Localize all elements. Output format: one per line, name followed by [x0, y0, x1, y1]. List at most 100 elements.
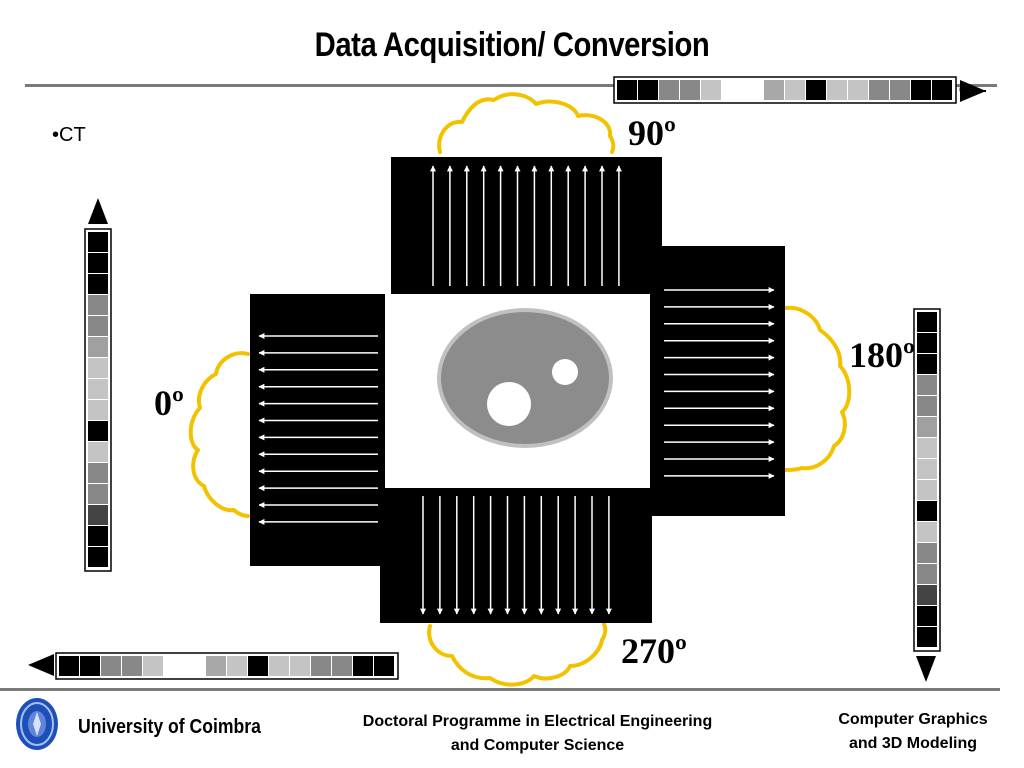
strip-cell	[88, 505, 108, 525]
strip-cell	[806, 80, 826, 100]
strip-cell	[88, 547, 108, 567]
strip-cell	[59, 656, 79, 676]
strip-cell	[917, 333, 937, 353]
ray-arrows-left	[258, 333, 378, 525]
strip-cell	[917, 522, 937, 542]
strip-cell	[617, 80, 637, 100]
strip-cell	[122, 656, 142, 676]
header-rule	[25, 84, 997, 87]
projection-panel-bottom	[380, 488, 652, 623]
programme-line-2: and Computer Science	[450, 737, 625, 754]
strip-cell	[88, 316, 108, 336]
footer-rule	[0, 688, 1000, 691]
strip-cell	[164, 656, 184, 676]
slide-title: Data Acquisition/ Conversion	[314, 26, 710, 64]
ray-arrows-top	[430, 165, 622, 286]
source-lobe-right	[784, 305, 852, 472]
strip-cell	[88, 379, 108, 399]
strip-cell	[88, 358, 108, 378]
strip-cell	[185, 656, 205, 676]
strip-cell	[80, 656, 100, 676]
strip-cell	[88, 337, 108, 357]
strip-cell	[917, 606, 937, 626]
strip-cell	[890, 80, 910, 100]
strip-cell	[290, 656, 310, 676]
ray-arrows-bottom	[420, 496, 612, 615]
strip-cell	[701, 80, 721, 100]
course-name: Computer Graphics and 3D Modeling	[806, 708, 1020, 756]
strip-cell	[764, 80, 784, 100]
strip-cell	[88, 526, 108, 546]
phantom-hole-small	[552, 359, 578, 385]
strip-cell	[353, 656, 373, 676]
programme-line-1: Doctoral Programme in Electrical Enginee…	[362, 713, 713, 730]
strip-cell	[88, 274, 108, 294]
strip-cell	[722, 80, 742, 100]
strip-cell	[638, 80, 658, 100]
strip-cell	[869, 80, 889, 100]
projection-panel-left	[250, 294, 385, 566]
strip-cell	[917, 459, 937, 479]
ray-arrows-right	[664, 287, 775, 479]
xray-source-outlines	[188, 92, 852, 687]
strip-cell	[917, 312, 937, 332]
strip-cell	[917, 396, 937, 416]
source-lobe-left	[188, 351, 250, 518]
source-lobe-bottom	[427, 622, 608, 687]
strip-cell	[88, 253, 108, 273]
projection-strip-270	[55, 652, 399, 680]
university-logo	[16, 698, 58, 750]
strip-direction-up-icon	[88, 198, 108, 224]
strip-cell	[248, 656, 268, 676]
strip-cell	[332, 656, 352, 676]
strip-cell	[917, 354, 937, 374]
projection-strip-0	[84, 228, 112, 572]
course-line-1: Computer Graphics	[838, 711, 988, 728]
strip-cell	[917, 375, 937, 395]
strip-cell	[143, 656, 163, 676]
strip-cell	[88, 232, 108, 252]
strip-cell	[848, 80, 868, 100]
angle-label-180: 180º	[849, 335, 915, 375]
strip-cell	[227, 656, 247, 676]
strip-cell	[88, 484, 108, 504]
strip-cell	[269, 656, 289, 676]
strip-cell	[88, 295, 108, 315]
strip-cell	[917, 480, 937, 500]
projection-panel-right	[650, 246, 785, 516]
strip-cell	[932, 80, 952, 100]
projection-panel-top	[391, 157, 662, 294]
projection-strip-90	[613, 76, 957, 104]
strip-cell	[101, 656, 121, 676]
strip-cell	[917, 564, 937, 584]
strip-cell	[206, 656, 226, 676]
strip-cell	[917, 417, 937, 437]
course-line-2: and 3D Modeling	[849, 735, 977, 752]
strip-cell	[88, 442, 108, 462]
strip-cell	[659, 80, 679, 100]
strip-cell	[88, 421, 108, 441]
university-name: University of Coimbra	[78, 716, 261, 738]
angle-label-0: 0º	[154, 383, 184, 423]
strip-cell	[785, 80, 805, 100]
projection-strip-180	[913, 308, 941, 652]
bullet-ct: •CT	[52, 124, 86, 146]
strip-cell	[680, 80, 700, 100]
strip-direction-left-icon	[28, 654, 54, 676]
programme-name: Doctoral Programme in Electrical Enginee…	[300, 710, 775, 758]
angle-label-270: 270º	[621, 631, 687, 671]
strip-direction-down-icon	[916, 656, 936, 682]
strip-cell	[827, 80, 847, 100]
phantom-hole-large	[487, 382, 531, 426]
strip-cell	[743, 80, 763, 100]
strip-cell	[917, 585, 937, 605]
strip-cell	[917, 501, 937, 521]
strip-cell	[917, 438, 937, 458]
strip-direction-right-icon	[960, 80, 986, 102]
strip-cell	[311, 656, 331, 676]
phantom-body	[441, 312, 609, 444]
strip-cell	[917, 627, 937, 647]
angle-label-90: 90º	[628, 113, 676, 153]
source-lobe-top	[437, 92, 616, 154]
